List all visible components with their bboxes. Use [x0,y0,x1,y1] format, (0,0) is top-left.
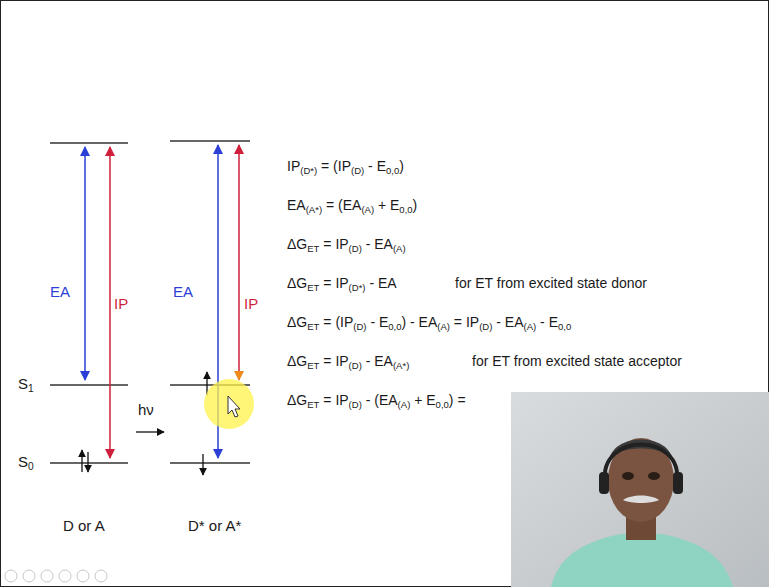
equation: ΔGET = IP(D) - EA(A) [287,236,406,252]
equation: EA(A*) = (EA(A) + E0,0) [287,197,417,213]
equation: ΔGET = (IP(D) - E0,0) - EA(A) = IP(D) - … [287,314,571,330]
equation-note: for ET from excited state donor [455,275,647,291]
ip-arrow [238,145,240,380]
equation: ΔGET = IP(D*) - EA [287,275,397,291]
energy-label: EA [173,283,193,300]
species-label: D or A [63,517,105,534]
equation-note: for ET from excited state acceptor [472,353,682,369]
ea-arrow [84,147,86,380]
ip-arrow [109,147,111,458]
ip-arrow-head [238,372,240,380]
state-label: S1 [18,375,34,392]
webcam-inset [511,392,769,587]
state-label: S0 [18,453,34,470]
energy-label: EA [50,283,70,300]
species-label: D* or A* [188,517,241,534]
equation: IP(D*) = (IP(D) - E0,0) [287,158,404,174]
energy-label: IP [244,295,258,312]
toolbar-icons [5,570,107,582]
photon-label: hν [138,401,154,418]
mouse-pointer [228,396,240,417]
excitation-arrow [136,431,164,432]
electron-spins [82,372,207,475]
energy-label: IP [114,295,128,312]
equation: ΔGET = IP(D) - (EA(A) + E0,0) = [287,392,466,408]
cursor-highlight [204,379,254,429]
equation: ΔGET = IP(D) - EA(A*) [287,353,409,369]
